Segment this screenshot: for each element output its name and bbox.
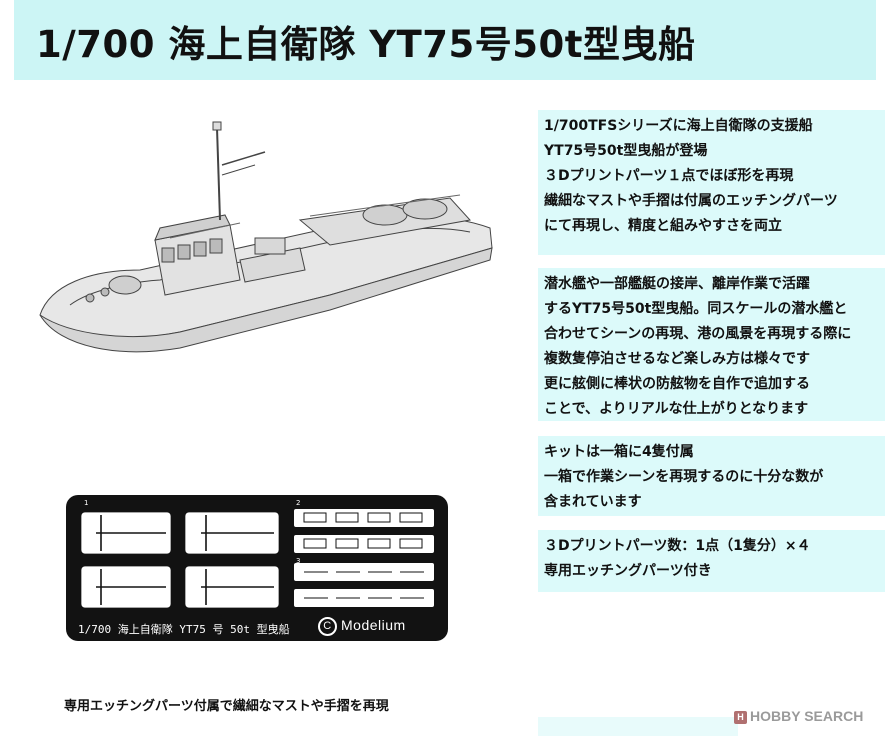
etching-caption: 専用エッチングパーツ付属で繊細なマストや手摺を再現 [64,699,389,714]
watermark-text: HOBBY SEARCH [750,708,864,724]
info-line: にて再現し、精度と組みやすさを両立 [544,218,782,234]
info-line: 1/700TFSシリーズに海上自衛隊の支援船 [544,118,813,134]
info-line: 繊細なマストや手摺は付属のエッチングパーツ [544,193,838,209]
part-number-1: 1 [84,499,89,507]
info-line: ことで、よりリアルな仕上がりとなります [544,401,809,417]
info-box-parts: ３Dプリントパーツ数：1点（1隻分）×４ 専用エッチングパーツ付き [538,530,885,592]
info-line: 専用エッチングパーツ付き [544,563,712,579]
title-banner: 1/700 海上自衛隊 YT75号50t型曳船 [14,0,876,80]
info-box-usage: 潜水艦や一部艦艇の接岸、離岸作業で活躍 するYT75号50t型曳船。同スケールの… [538,268,885,421]
ship-drawing [39,121,493,353]
info-line: 更に舷側に棒状の防舷物を自作で追加する [544,376,810,392]
info-line: 一箱で作業シーンを再現するのに十分な数が [544,469,824,485]
etching-sheet-label: 1/700 海上自衛隊 YT75 号 50t 型曳船 [78,623,290,636]
info-box-contents: キットは一箱に4隻付属 一箱で作業シーンを再現するのに十分な数が 含まれています [538,436,885,516]
info-line: ３Dプリントパーツ数：1点（1隻分）×４ [544,538,811,554]
info-line: キットは一箱に4隻付属 [544,444,694,460]
info-line: 潜水艦や一部艦艇の接岸、離岸作業で活躍 [544,276,810,292]
info-line: YT75号50t型曳船が登場 [544,143,708,159]
etching-sheet: 1 2 3 [66,495,448,641]
info-line: 合わせてシーンの再現、港の風景を再現する際に [544,326,852,342]
part-number-3: 3 [296,557,301,565]
ship-illustration [30,120,500,360]
info-line: 複数隻停泊させるなど楽しみ方は様々です [544,351,810,367]
modelium-logo-text: Modelium [341,617,406,634]
part-number-2: 2 [296,499,301,507]
copyright-icon: C [318,617,337,636]
info-line: ３Dプリントパーツ１点でほぼ形を再現 [544,168,794,184]
footer-strip [538,717,738,736]
info-box-intro: 1/700TFSシリーズに海上自衛隊の支援船 YT75号50t型曳船が登場 ３D… [538,110,885,255]
etching-parts-drawing [81,509,434,608]
hobby-search-logo-icon: H [734,710,747,724]
info-line: するYT75号50t型曳船。同スケールの潜水艦と [544,301,848,317]
info-line: 含まれています [544,494,642,510]
page-title: 1/700 海上自衛隊 YT75号50t型曳船 [36,23,696,66]
